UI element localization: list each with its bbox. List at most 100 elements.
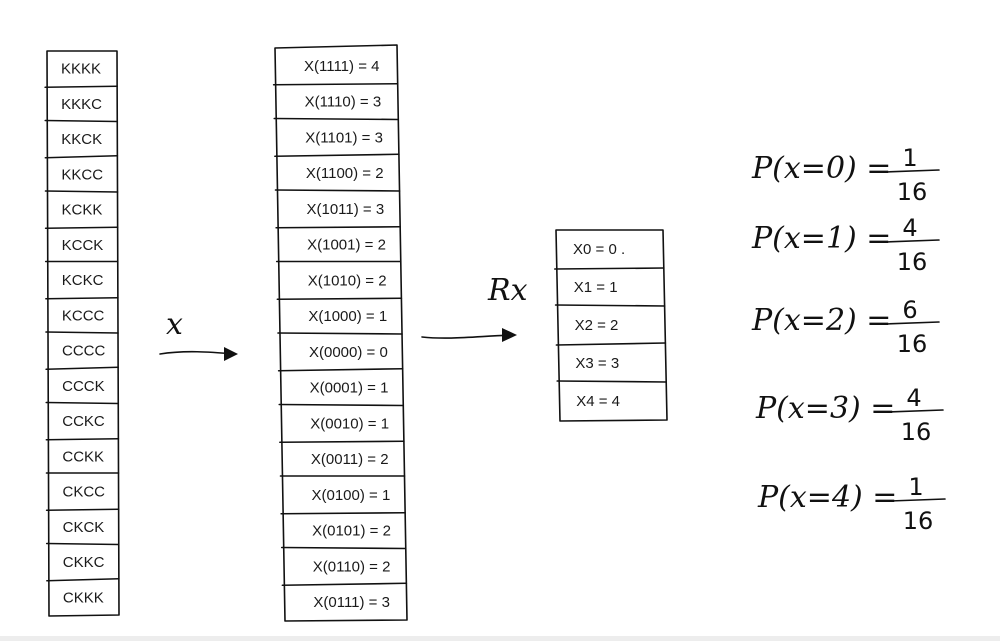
outcome-cell: CCCK bbox=[62, 378, 105, 395]
mapping-divider bbox=[277, 332, 403, 335]
mapping-divider bbox=[278, 403, 405, 407]
mapping-cell: X(1001) = 2 bbox=[307, 237, 386, 254]
range-cell: X2 = 2 bbox=[575, 317, 619, 334]
outcome-cell: CKKC bbox=[63, 554, 105, 571]
mapping-cell: X(1101) = 3 bbox=[305, 129, 383, 146]
outcome-cell: KKCC bbox=[61, 166, 103, 183]
probability-numerator: 4 bbox=[902, 214, 917, 242]
arrow-x-label: x bbox=[166, 307, 183, 342]
mapping-frame bbox=[274, 44, 408, 622]
probability-label: P(x=0) = bbox=[751, 151, 891, 186]
probability-denominator: 16 bbox=[897, 330, 928, 358]
outcome-cell: KKKK bbox=[61, 61, 101, 78]
probability-label: P(x=2) = bbox=[751, 303, 891, 338]
arrow-rx-label: Rx bbox=[487, 273, 528, 308]
outcome-cell: KCKK bbox=[62, 202, 103, 219]
probability-label: P(x=3) = bbox=[755, 391, 895, 426]
probability-denominator: 16 bbox=[901, 418, 932, 446]
mapping-cell: X(1000) = 1 bbox=[308, 308, 387, 325]
range-cell: X1 = 1 bbox=[574, 279, 618, 296]
fraction-bar bbox=[889, 498, 946, 502]
range-cell: X3 = 3 bbox=[575, 355, 619, 372]
probability-label: P(x=1) = bbox=[751, 221, 891, 256]
mapping-cell: X(0101) = 2 bbox=[312, 523, 391, 540]
range-divider bbox=[555, 342, 667, 346]
probability-numerator: 1 bbox=[902, 144, 917, 172]
mapping-cell: X(1011) = 3 bbox=[307, 201, 385, 218]
mapping-divider bbox=[277, 367, 404, 372]
outcome-divider bbox=[44, 190, 119, 193]
arrow-x: x bbox=[159, 307, 238, 361]
arrowhead-x-icon bbox=[224, 347, 238, 361]
mapping-divider bbox=[280, 546, 407, 550]
outcome-divider bbox=[45, 437, 120, 441]
probability-label: P(x=4) = bbox=[757, 480, 897, 515]
range-table: X0 = 0 . X1 = 1 X2 = 2 X3 = 3 X4 = 4 bbox=[553, 229, 668, 422]
outcome-divider bbox=[44, 85, 118, 89]
outcome-divider bbox=[44, 154, 119, 159]
mapping-cell: X(1100) = 2 bbox=[306, 165, 384, 182]
mapping-cell: X(0001) = 1 bbox=[310, 380, 389, 397]
mapping-divider bbox=[279, 440, 405, 444]
mapping-cell: X(0010) = 1 bbox=[310, 415, 389, 432]
mapping-divider bbox=[276, 297, 403, 301]
outcome-cell: CCKC bbox=[62, 413, 105, 430]
fraction-bar bbox=[883, 169, 940, 173]
range-divider bbox=[553, 267, 665, 270]
outcome-divider bbox=[46, 577, 120, 582]
outcomes-table: KKKK KKKC KKCK KKCC KCKK KCCK KCKC KCCC CCCC CCCK… bbox=[44, 50, 120, 617]
outcome-cell: KCKC bbox=[62, 272, 104, 289]
probability-numerator: 4 bbox=[906, 384, 921, 412]
mapping-divider bbox=[275, 225, 401, 229]
outcome-cell: KCCK bbox=[62, 237, 104, 254]
outcome-cell: CKKK bbox=[63, 589, 104, 606]
fraction-bar bbox=[883, 321, 940, 325]
outcome-cell: CKCK bbox=[63, 519, 105, 536]
mapping-cell: X(0011) = 2 bbox=[311, 451, 389, 468]
range-divider bbox=[554, 304, 666, 307]
mapping-divider bbox=[273, 117, 400, 121]
probability-denominator: 16 bbox=[897, 248, 928, 276]
outcome-cell: CCCC bbox=[62, 343, 105, 360]
mapping-cell: X(1111) = 4 bbox=[304, 58, 379, 75]
outcome-divider bbox=[45, 508, 120, 512]
fraction-bar bbox=[883, 239, 940, 243]
mapping-cell: X(0111) = 3 bbox=[313, 594, 390, 611]
range-divider bbox=[556, 380, 668, 383]
outcome-divider bbox=[45, 331, 119, 334]
outcome-divider bbox=[44, 226, 119, 230]
arrow-rx: Rx bbox=[421, 273, 528, 342]
mapping-divider bbox=[274, 189, 401, 192]
fraction-bar bbox=[887, 409, 944, 413]
mapping-cell: X(1110) = 3 bbox=[305, 94, 382, 111]
probability-numerator: 6 bbox=[902, 296, 917, 324]
outcome-divider bbox=[45, 401, 120, 405]
mapping-cell: X(0110) = 2 bbox=[313, 558, 391, 575]
range-cell: X4 = 4 bbox=[576, 393, 620, 410]
probability-denominator: 16 bbox=[897, 178, 928, 206]
outcome-divider bbox=[45, 542, 120, 546]
outcome-frame bbox=[46, 50, 120, 617]
range-cell: X0 = 0 . bbox=[573, 241, 625, 258]
range-frame bbox=[555, 229, 668, 422]
probability-numerator: 1 bbox=[908, 473, 923, 501]
outcome-cell: KKCK bbox=[61, 131, 102, 148]
outcome-divider bbox=[44, 119, 119, 123]
outcome-cell: CCKK bbox=[62, 448, 104, 465]
outcome-cell: CKCC bbox=[63, 484, 106, 501]
arrowhead-rx-icon bbox=[502, 328, 517, 342]
outcome-cell: KCCC bbox=[62, 307, 105, 324]
mapping-divider bbox=[280, 511, 406, 515]
bottom-strip bbox=[0, 636, 1000, 641]
mapping-cell: X(0000) = 0 bbox=[309, 344, 388, 361]
mapping-divider bbox=[274, 153, 400, 158]
mapping-table: X(1111) = 4 X(1110) = 3 X(1101) = 3 X(1100)… bbox=[272, 44, 408, 622]
outcome-cell: KKKC bbox=[61, 96, 102, 113]
mapping-divider bbox=[281, 582, 408, 587]
mapping-divider bbox=[272, 82, 399, 86]
mapping-cell: X(1010) = 2 bbox=[308, 272, 387, 289]
outcome-divider bbox=[45, 366, 119, 371]
mapping-cell: X(0100) = 1 bbox=[312, 487, 391, 504]
